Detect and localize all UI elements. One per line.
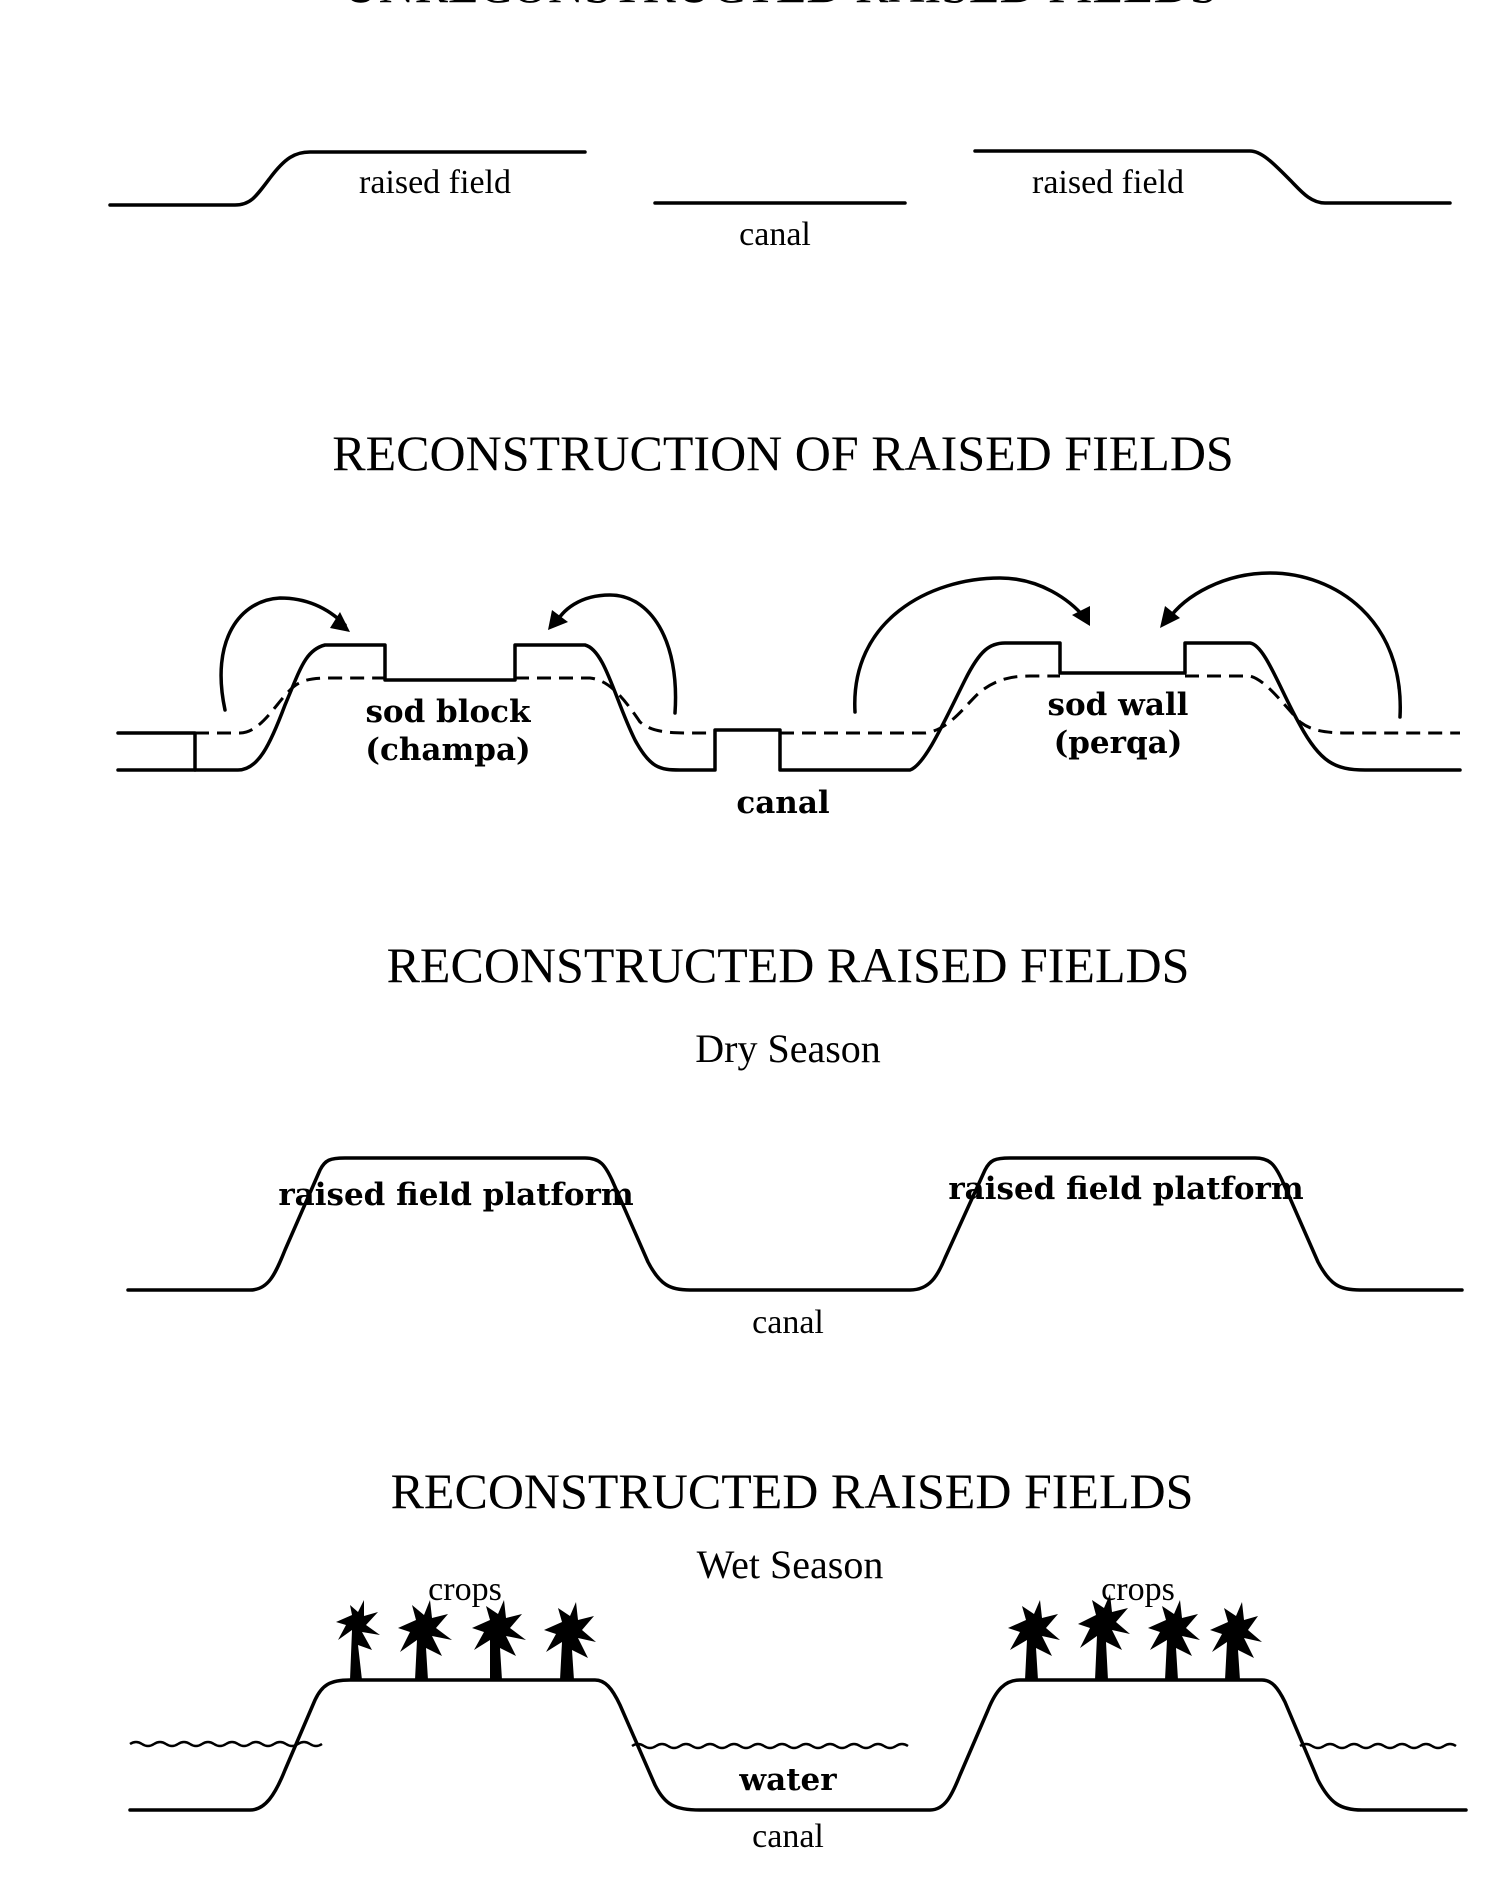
crop-plant-icon xyxy=(472,1600,526,1680)
left-crop-plants xyxy=(336,1600,596,1680)
reconstruction-arrowhead-left-block xyxy=(330,612,350,632)
wet-season-canal-label: canal xyxy=(752,1818,824,1855)
sod-wall-sublabel: (perqa) xyxy=(1054,725,1183,761)
reconstruction-arrowhead-right-wall xyxy=(1160,606,1180,628)
reconstruction-title: RECONSTRUCTION OF RAISED FIELDS xyxy=(332,425,1233,481)
wet-season-subtitle: Wet Season xyxy=(697,1542,884,1587)
dry-right-platform-label: raised field platform xyxy=(948,1171,1304,1207)
dry-season-profile xyxy=(126,1156,1464,1292)
dry-season-title: RECONSTRUCTED RAISED FIELDS xyxy=(387,937,1190,993)
wet-season-title: RECONSTRUCTED RAISED FIELDS xyxy=(391,1463,1194,1519)
crop-plant-icon xyxy=(1008,1600,1060,1680)
reconstruction-arrowhead-canal-block xyxy=(548,610,568,630)
sod-wall-label: sod wall xyxy=(1048,687,1189,723)
crop-plant-icon xyxy=(398,1600,452,1680)
water-surface-left xyxy=(129,1740,323,1748)
reconstruction-arrow-left-block xyxy=(219,596,347,712)
crop-plant-icon xyxy=(1078,1594,1130,1680)
reconstruction-left-block-step xyxy=(116,731,197,772)
reconstruction-arrowhead-left-wall xyxy=(1072,606,1090,626)
reconstruction-canal-label: canal xyxy=(736,785,829,821)
crop-plant-icon xyxy=(336,1600,380,1680)
unreconstructed-right-field-label: raised field xyxy=(1032,164,1184,201)
crop-plant-icon xyxy=(1148,1600,1200,1680)
water-label: water xyxy=(738,1762,837,1798)
left-crops-label: crops xyxy=(428,1571,502,1608)
unreconstructed-left-field-label: raised field xyxy=(359,164,511,201)
right-crops-label: crops xyxy=(1101,1571,1175,1608)
sod-block-label: sod block xyxy=(365,694,532,730)
reconstruction-panel: RECONSTRUCTION OF RAISED FIELDS sod bloc… xyxy=(116,425,1462,821)
reconstruction-arrow-right-wall xyxy=(1166,571,1402,719)
reconstruction-arrow-left-wall xyxy=(853,576,1087,714)
unreconstructed-panel: UNRECONSTRUCTED RAISED FIELDS raised fie… xyxy=(108,0,1452,253)
water-surface-right xyxy=(1299,1742,1457,1750)
dry-season-subtitle: Dry Season xyxy=(695,1026,881,1071)
right-crop-plants xyxy=(1008,1594,1262,1680)
wet-season-profile xyxy=(128,1678,1468,1812)
unreconstructed-title: UNRECONSTRUCTED RAISED FIELDS xyxy=(342,0,1217,13)
crop-plant-icon xyxy=(544,1602,596,1680)
unreconstructed-canal-label: canal xyxy=(739,216,811,253)
sod-block-sublabel: (champa) xyxy=(365,732,530,768)
dry-season-canal-label: canal xyxy=(752,1304,824,1341)
unreconstructed-left-field-profile xyxy=(108,150,587,207)
reconstruction-arrow-canal-block xyxy=(553,593,678,715)
dry-season-panel: RECONSTRUCTED RAISED FIELDS Dry Season r… xyxy=(126,937,1464,1341)
reconstruction-original-surface xyxy=(195,674,1460,735)
unreconstructed-right-field-profile xyxy=(973,149,1452,205)
dry-left-platform-label: raised field platform xyxy=(278,1177,634,1213)
water-surface-canal xyxy=(631,1742,909,1750)
crop-plant-icon xyxy=(1210,1602,1262,1680)
reconstruction-final-profile xyxy=(116,641,1462,772)
wet-season-panel: RECONSTRUCTED RAISED FIELDS Wet Season c… xyxy=(128,1463,1468,1855)
